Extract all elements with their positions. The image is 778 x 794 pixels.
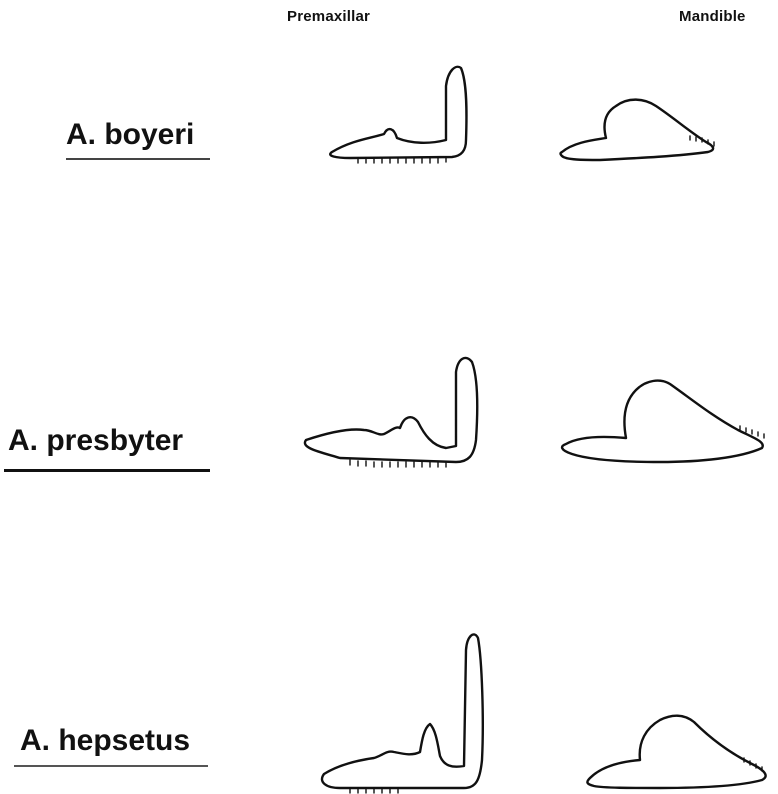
mandible-outline-boyeri [561, 100, 715, 160]
premaxillar-outline-presbyter [305, 358, 477, 467]
mandible-outline-presbyter [562, 381, 764, 462]
premaxillar-outline-boyeri [330, 67, 466, 163]
premaxillar-outline-hepsetus [322, 634, 483, 793]
mandible-outline-hepsetus [587, 716, 765, 788]
